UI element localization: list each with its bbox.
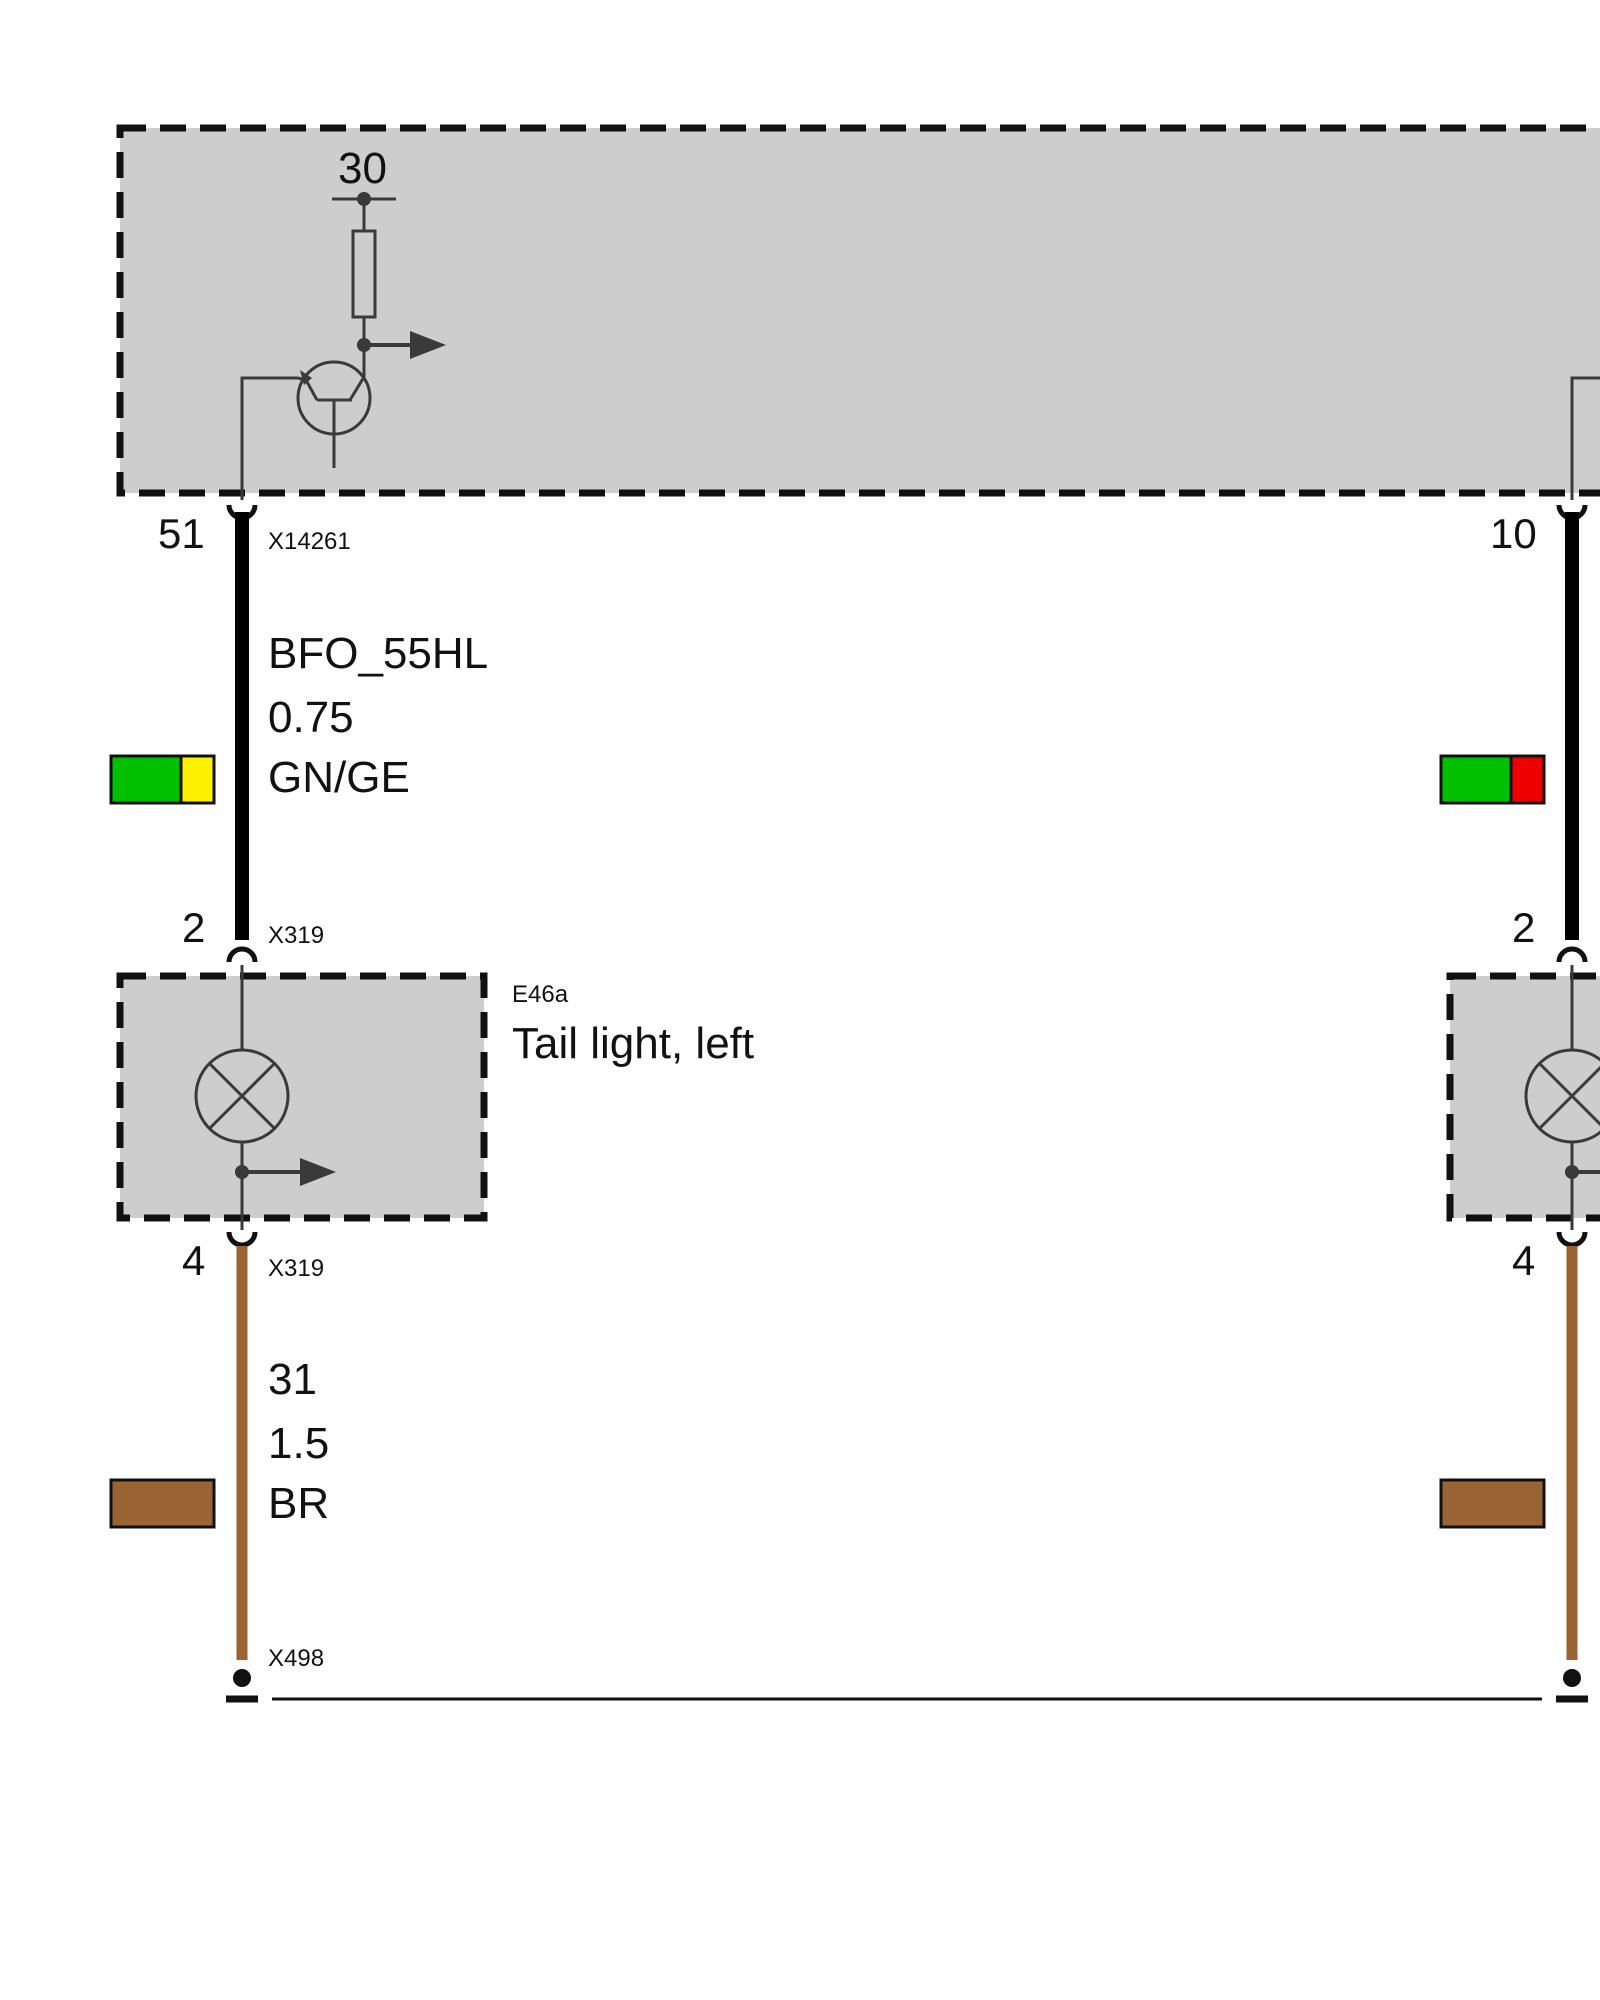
lamp-bottom-connector <box>226 1231 258 1248</box>
lamp-bottom-connector-label: X319 <box>268 1255 324 1282</box>
right-lamp-bottom-pin: 4 <box>1512 1237 1535 1284</box>
wire-color-code: GN/GE <box>268 753 410 802</box>
lamp-top-pin: 2 <box>182 904 205 951</box>
module-pin-left: 51 <box>158 510 205 557</box>
ground-connector-label: X498 <box>268 1645 324 1672</box>
wire-color-swatch-right-br <box>1439 1478 1546 1529</box>
right-internal-wire <box>1570 376 1600 500</box>
wire-color-swatch-gn-ge <box>109 754 216 805</box>
transistor-symbol <box>240 345 372 500</box>
component-name: Tail light, left <box>512 1019 754 1068</box>
ground-wire-color-code: BR <box>268 1479 329 1528</box>
ground-splice-right <box>1563 1669 1581 1687</box>
right-lamp-top-pin: 2 <box>1512 904 1535 951</box>
ground-wire-signal: 31 <box>268 1355 317 1404</box>
wire-signal-name: BFO_55HL <box>268 629 488 678</box>
lamp-bottom-pin: 4 <box>182 1237 205 1284</box>
tail-light-left-box <box>116 972 488 1222</box>
component-id: E46a <box>512 981 569 1008</box>
module-output-arrow <box>357 331 446 359</box>
lamp-top-connector-label: X319 <box>268 922 324 949</box>
wire-cross-section: 0.75 <box>268 693 354 742</box>
lamp-output-arrow <box>235 1158 336 1186</box>
module-pin-right: 10 <box>1490 510 1537 557</box>
wire-color-swatch-right <box>1439 754 1546 805</box>
ground-splice-left <box>233 1669 251 1687</box>
right-lamp-icon <box>1524 965 1600 1230</box>
supply-terminal-label: 30 <box>338 144 387 193</box>
wire-color-swatch-br <box>109 1478 216 1529</box>
right-lamp-bottom-connector <box>1556 1231 1588 1248</box>
connector-label-x14261: X14261 <box>268 528 351 555</box>
ground-wire-cross-section: 1.5 <box>268 1419 329 1468</box>
lamp-icon <box>194 965 290 1230</box>
right-lamp-top-connector <box>1556 946 1588 963</box>
lamp-top-connector <box>226 946 258 963</box>
